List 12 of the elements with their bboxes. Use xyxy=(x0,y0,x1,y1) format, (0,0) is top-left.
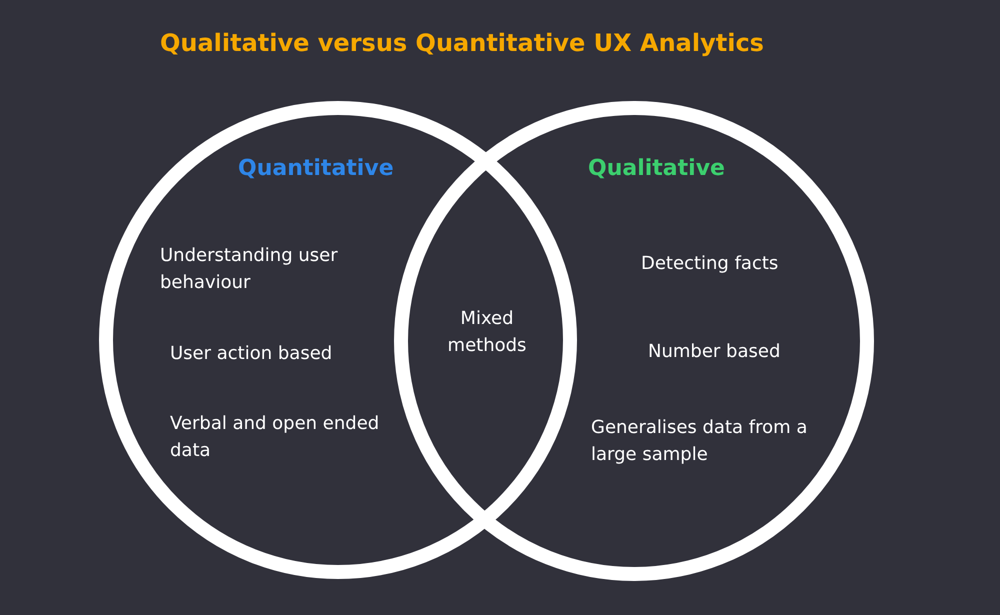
set-item-text: Detecting facts xyxy=(641,252,780,276)
venn-circle xyxy=(393,100,875,582)
set-item-text: Verbal and open ended data xyxy=(170,412,380,463)
diagram-title: Qualitative versus Quantitative UX Analytics xyxy=(160,30,764,57)
set-heading: Quantitative xyxy=(238,155,394,182)
set-item-text: User action based xyxy=(170,342,334,366)
set-item-text: Understanding user behaviour xyxy=(160,244,339,295)
overlap-label: Mixed methods xyxy=(446,307,528,358)
set-item-text: Number based xyxy=(648,340,782,364)
venn-circle xyxy=(98,100,578,580)
set-heading: Qualitative xyxy=(588,155,725,182)
set-item-text: Generalises data from a large sample xyxy=(591,416,808,467)
